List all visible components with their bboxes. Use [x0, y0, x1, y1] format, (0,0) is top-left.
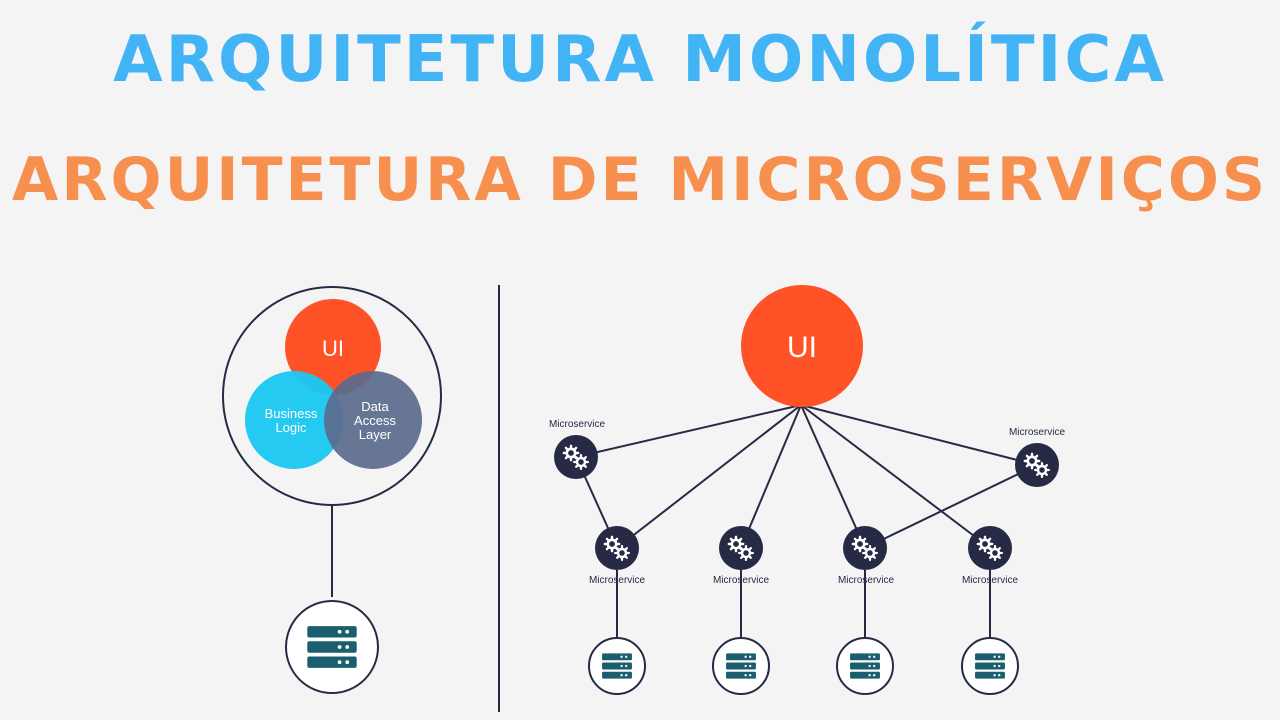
data-access-label-line3: Layer [359, 427, 392, 442]
microservice-database-3 [836, 637, 894, 695]
data-access-layer-circle [324, 371, 422, 469]
microservice-database-4 [961, 637, 1019, 695]
microservice-label-bottom-4: Microservice [962, 575, 1019, 586]
microservice-node-bottom-3 [843, 526, 887, 570]
microservices-ui-circle [741, 285, 863, 407]
microservice-label-bottom-2: Microservice [713, 575, 770, 586]
microservice-label-bottom-3: Microservice [838, 575, 895, 586]
microservice-node-top-right [1015, 443, 1059, 487]
data-access-label-line2: Access [354, 413, 396, 428]
business-logic-label-line2: Logic [275, 420, 307, 435]
business-logic-circle [245, 371, 343, 469]
monolith-ui-circle [285, 299, 381, 395]
title-monolithic: ARQUITETURA MONOLÍTICA [113, 23, 1167, 97]
microservice-node-bottom-2 [719, 526, 763, 570]
service-connections [575, 404, 1038, 638]
microservices-ui-label: UI [787, 331, 817, 364]
server-stack-icon [850, 653, 880, 679]
microservice-label-bottom-1: Microservice [589, 575, 646, 586]
title-microservices: ARQUITETURA DE MICROSERVIÇOS [11, 145, 1269, 215]
monolith-ui-label: UI [322, 336, 344, 361]
monolith-database [285, 600, 379, 694]
microservice-database-1 [588, 637, 646, 695]
microservice-label-top-right: Microservice [1009, 427, 1066, 438]
server-stack-icon [602, 653, 632, 679]
server-stack-icon [307, 626, 357, 668]
server-stack-icon [975, 653, 1005, 679]
microservice-node-bottom-1 [595, 526, 639, 570]
microservice-database-2 [712, 637, 770, 695]
business-logic-label-line1: Business [265, 406, 318, 421]
microservice-node-bottom-4 [968, 526, 1012, 570]
microservice-label-top-left: Microservice [549, 419, 606, 430]
data-access-label-line1: Data [361, 399, 389, 414]
microservice-node-top-left [554, 435, 598, 479]
server-stack-icon [726, 653, 756, 679]
